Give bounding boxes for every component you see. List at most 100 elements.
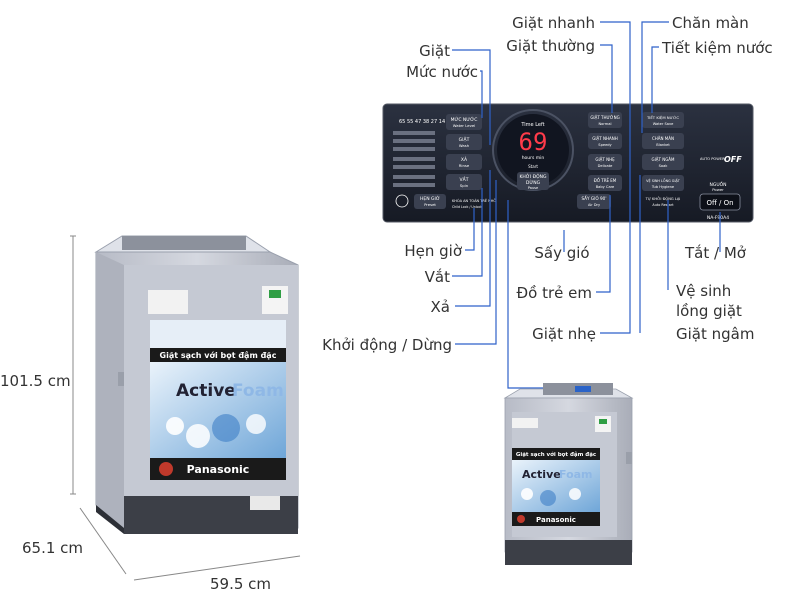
svg-text:DỪNG: DỪNG [526,179,541,186]
washing-machine-large: Giặt sạch với bọt đậm đặc Active Foam Pa… [94,235,299,534]
water-level-button[interactable]: MỨC NƯỚC Water Level [446,114,482,130]
banner-dark [150,348,286,362]
blanket-course-button[interactable]: CHĂN MÀN Blanket [642,133,684,149]
label-giat-ngam: Giặt ngâm [676,325,754,343]
auto-restart-label: TỰ KHỞI ĐỘNG LẠI [645,196,681,201]
small-activefoam-1: Active [522,468,561,481]
hours-min-label: hours min [522,155,545,161]
svg-text:Soak: Soak [659,164,669,168]
label-do-tre-em: Đồ trẻ em [517,284,592,302]
callout-labels: Giặt nhanh Giặt thường Giặt Mức nước Chă… [322,14,773,354]
width-dimension: 59.5 cm [210,575,271,593]
small-brand-logo: Panasonic [536,516,576,524]
label-muc-nuoc: Mức nước [406,63,478,81]
activefoam-text-1: Active [176,381,236,401]
label-hen-gio: Hẹn giờ [404,242,462,260]
svg-text:Spin: Spin [460,183,469,188]
wash-level-bars [393,131,435,187]
start-pause-button[interactable]: KHỞI ĐỘNG DỪNG Pause [517,172,549,190]
label-ve-sinh-1: Vệ sinh [676,282,731,300]
clock-icon [395,194,409,208]
label-ve-sinh-2: lồng giặt [676,302,742,320]
svg-text:KHỞI ĐỘNG: KHỞI ĐỘNG [519,172,547,180]
svg-text:Pause: Pause [528,186,538,190]
power-label: NGUỒN [709,179,726,188]
svg-text:Off / On: Off / On [706,199,733,207]
auto-restart-en: Auto Restart [652,203,674,207]
svg-text:Rinse: Rinse [459,163,470,168]
svg-text:VỆ SINH LỒNG GIẶT: VỆ SINH LỒNG GIẶT [646,178,681,183]
soak-course-button[interactable]: GIẶT NGÂM Soak [642,154,684,170]
svg-text:MỨC NƯỚC: MỨC NƯỚC [451,116,478,123]
svg-text:Delicate: Delicate [598,164,614,168]
model-number: NA-F90A4 [707,215,729,221]
power-button[interactable]: Off / On [699,193,741,211]
label-xa: Xả [431,298,450,316]
svg-text:CHĂN MÀN: CHĂN MÀN [652,136,674,141]
svg-text:Speedy: Speedy [598,143,612,147]
depth-dimension: 65.1 cm [22,539,83,557]
rinse-button[interactable]: XẢ Rinse [446,154,482,170]
svg-text:Air Dry: Air Dry [588,203,600,207]
height-dimension: 101.5 cm [0,372,71,390]
svg-text:Preset: Preset [424,202,436,207]
child-lock-label: KHÓA AN TOÀN TRẺ NHỎ [452,198,496,203]
activefoam-text-2: Foam [232,381,284,401]
water-save-course-button[interactable]: TIẾT KIỆM NƯỚC Water Save [642,112,684,128]
display-ring: Time Left 69 hours min Start [492,109,574,191]
control-panel: 65 55 47 38 27 14 MỨC NƯỚC Water Level G… [382,103,754,223]
svg-text:TIẾT KIỆM NƯỚC: TIẾT KIỆM NƯỚC [646,114,679,120]
svg-text:SẤY GIÓ 90': SẤY GIÓ 90' [582,196,607,201]
label-vat: Vắt [425,268,450,286]
auto-power-off-label: AUTO POWER [700,157,725,161]
dimension-lines [70,235,301,581]
label-giat-nhanh: Giặt nhanh [512,14,595,32]
label-tiet-kiem-nuoc: Tiết kiệm nước [661,39,773,57]
svg-text:HẸN GIỜ: HẸN GIỜ [420,195,440,202]
delicate-course-button[interactable]: GIẶT NHẸ Delicate [588,154,622,170]
small-activefoam-2: Foam [559,468,593,481]
svg-text:Baby Care: Baby Care [596,185,615,189]
banner-text: Giặt sạch với bọt đậm đặc [160,350,277,360]
tub-hygiene-course-button[interactable]: VỆ SINH LỒNG GIẶT Tub Hygiene [642,175,684,191]
svg-text:GIẶT NHẸ: GIẶT NHẸ [595,157,615,162]
time-left-label: Time Left [520,122,544,128]
preset-button[interactable]: HẸN GIỜ Preset [395,194,446,209]
washing-machine-small: Giặt sạch với bọt đậm đặc Active Foam Pa… [503,383,634,565]
svg-text:Normal: Normal [598,122,611,126]
speedy-course-button[interactable]: GIẶT NHANH Speedy [588,133,622,149]
svg-text:Blanket: Blanket [656,143,670,147]
baby-care-course-button[interactable]: ĐỒ TRẺ EM Baby Care [588,175,622,191]
svg-text:ĐỒ TRẺ EM: ĐỒ TRẺ EM [594,178,617,183]
label-say-gio: Sấy gió [534,244,589,262]
start-label: Start [528,164,538,169]
power-label-en: Power [712,187,724,192]
svg-text:VẮT: VẮT [460,175,469,183]
spin-button[interactable]: VẮT Spin [446,174,482,190]
wash-button[interactable]: GIẶT Wash [446,134,482,150]
label-khoi-dong-dung: Khởi động / Dừng [322,336,452,354]
air-dry-button[interactable]: SẤY GIÓ 90' Air Dry [577,194,611,209]
label-tat-mo: Tắt / Mở [684,244,747,262]
svg-text:GIẶT NGÂM: GIẶT NGÂM [651,157,675,162]
small-banner-text: Giặt sạch với bọt đậm đặc [516,451,596,458]
label-chan-man: Chăn màn [672,14,749,32]
svg-text:GIẶT: GIẶT [459,136,470,143]
brand-logo: Panasonic [187,463,250,476]
svg-text:XẢ: XẢ [461,155,468,163]
child-lock-en: Child Lock / Unlock [452,205,482,209]
svg-text:GIẶT NHANH: GIẶT NHANH [592,136,617,141]
water-level-scale: 65 55 47 38 27 14 [399,119,445,125]
normal-course-button[interactable]: GIẶT THƯỜNG Normal [588,112,622,128]
label-giat: Giặt [419,42,450,60]
time-display: 69 [519,128,548,156]
svg-text:Water Save: Water Save [653,122,674,126]
svg-text:GIẶT THƯỜNG: GIẶT THƯỜNG [590,115,619,120]
label-giat-thuong: Giặt thường [506,37,595,55]
svg-text:Water Level: Water Level [453,123,475,128]
label-giat-nhe: Giặt nhẹ [532,325,596,343]
auto-power-off-text: OFF [724,155,742,164]
svg-text:Tub Hygiene: Tub Hygiene [651,185,675,189]
svg-text:Wash: Wash [459,143,470,148]
